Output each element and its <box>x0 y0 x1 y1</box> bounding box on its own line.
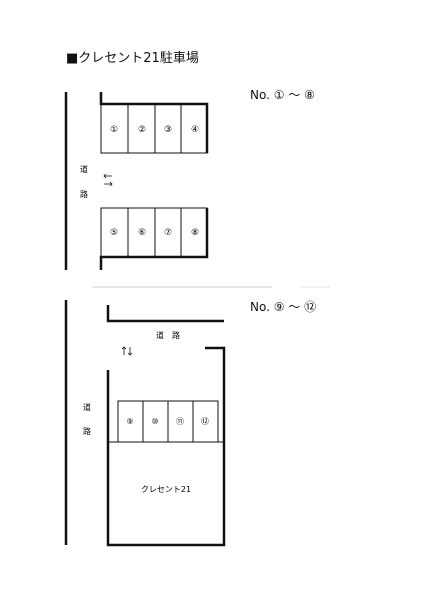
lot1-outline <box>99 92 209 153</box>
space-7: ⑦ <box>164 228 172 238</box>
space-5: ⑤ <box>110 228 118 238</box>
space-8: ⑧ <box>191 228 199 238</box>
range-label-1: No. ① ～ ⑧ <box>250 88 315 102</box>
top-road-label: 道 路 <box>156 330 180 340</box>
side-road-char-2: 路 <box>83 426 91 436</box>
lot1-outline-bottom <box>99 208 209 270</box>
range-label-2: No. ⑨ ～ ⑫ <box>250 300 317 314</box>
building-label: クレセント21 <box>141 485 191 494</box>
space-2: ② <box>138 125 146 135</box>
space-9: ⑨ <box>126 417 133 426</box>
page-title: ■クレセント21駐車場 <box>66 51 199 66</box>
building <box>107 441 225 546</box>
lot2-outline-top <box>106 346 226 547</box>
space-11: ⑪ <box>176 417 184 426</box>
space-4: ④ <box>191 125 199 135</box>
space-6: ⑥ <box>138 228 146 238</box>
space-10: ⑩ <box>151 417 158 426</box>
top-road-edge <box>106 305 224 323</box>
direction-arrows-2 <box>121 346 133 356</box>
space-3: ③ <box>164 125 172 135</box>
space-12: ⑫ <box>201 417 209 426</box>
space-1: ① <box>110 125 118 135</box>
road-label-char-1: 道 <box>80 164 88 174</box>
road-label-char-2: 路 <box>80 189 88 199</box>
side-road-char-1: 道 <box>83 402 91 412</box>
direction-arrows-1 <box>103 173 113 187</box>
space-row-top <box>100 103 208 154</box>
space-row-bottom <box>100 207 208 258</box>
